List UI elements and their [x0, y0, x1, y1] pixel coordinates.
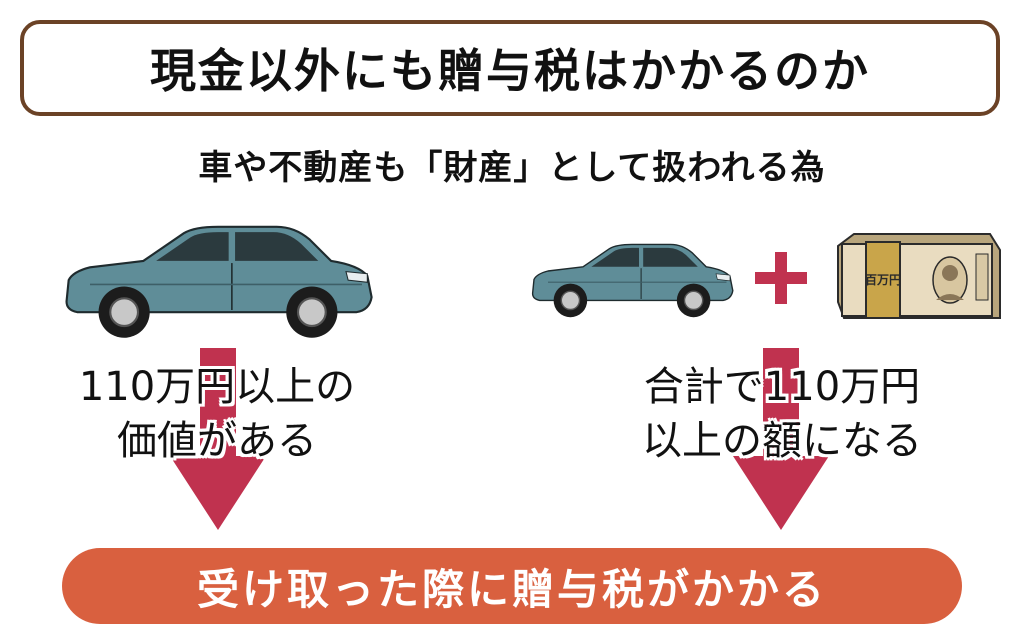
subtitle: 車や不動産も「財産」として扱われる為 [198, 148, 826, 188]
right-label-line-1: 合計で110万円 [643, 364, 921, 410]
left-arrow-down-icon [170, 348, 266, 530]
right-label: 合計で110万円 以上の額になる [612, 360, 952, 468]
money-bundle-icon: 百万円 [837, 233, 1001, 319]
left-label-line-2: 価値がある [117, 418, 317, 464]
right-label-line-2: 以上の額になる [642, 418, 922, 464]
plus-icon [755, 252, 807, 304]
title-box: 現金以外にも贈与税はかかるのか [20, 20, 1000, 116]
result-text: 受け取った際に贈与税がかかる [196, 564, 827, 614]
car-icon [65, 225, 373, 338]
car-small-icon [531, 243, 734, 318]
money-band-text: 百万円 [865, 273, 901, 287]
left-label: 110万円以上の 価値がある [52, 360, 382, 468]
right-arrow-down-icon [733, 348, 829, 530]
result-box: 受け取った際に贈与税がかかる [62, 548, 962, 624]
left-label-line-1: 110万円以上の [78, 364, 356, 410]
page-title: 現金以外にも贈与税はかかるのか [150, 44, 870, 98]
